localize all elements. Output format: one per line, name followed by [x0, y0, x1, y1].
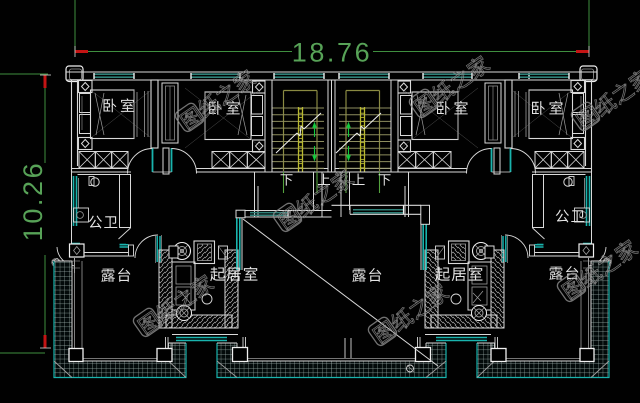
svg-text:10.26: 10.26 [18, 161, 48, 242]
svg-text:18.76: 18.76 [292, 38, 373, 68]
